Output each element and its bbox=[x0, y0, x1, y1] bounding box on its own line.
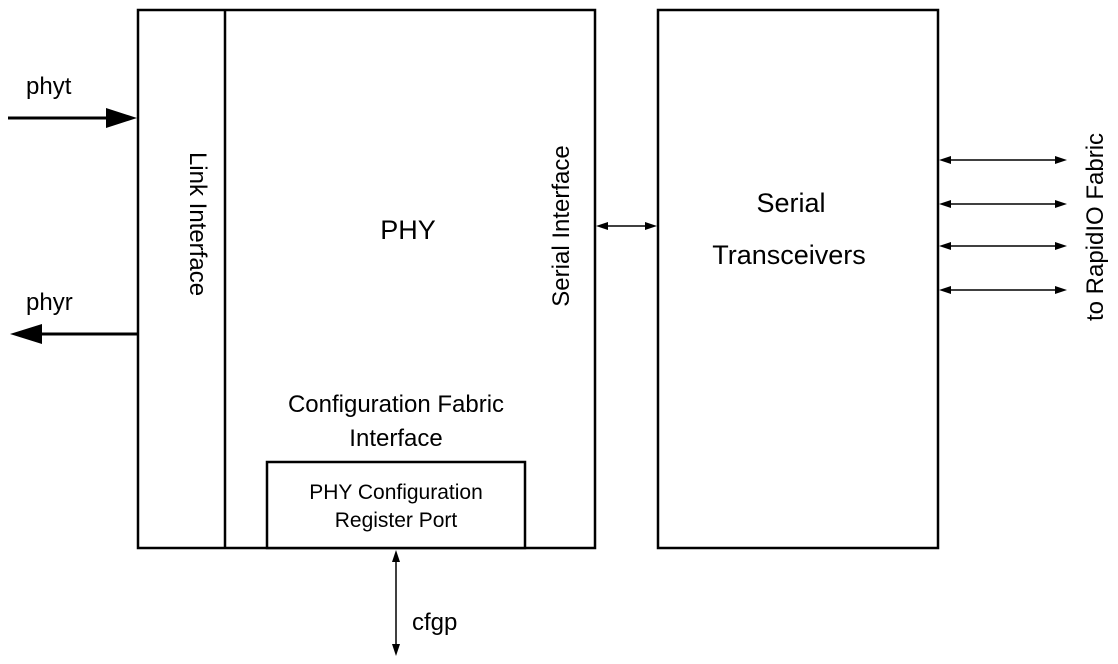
config-fabric-line1: Configuration Fabric bbox=[288, 391, 504, 418]
cfgp-arrow bbox=[392, 550, 400, 656]
config-port-line1: PHY Configuration bbox=[309, 481, 483, 504]
transceivers-line1: Serial bbox=[756, 188, 825, 218]
phy-outer-box bbox=[136, 8, 597, 550]
phyt-arrow bbox=[8, 108, 137, 128]
transceivers-line2: Transceivers bbox=[712, 240, 866, 270]
config-fabric-line2: Interface bbox=[349, 425, 442, 452]
fabric-arrow-3 bbox=[939, 242, 1067, 250]
serial-transceivers-box bbox=[656, 8, 940, 550]
serial-link-arrow bbox=[596, 222, 657, 230]
phy-label: PHY bbox=[380, 215, 436, 245]
serial-interface-label: Serial Interface bbox=[548, 145, 575, 306]
phyt-label: phyt bbox=[26, 73, 72, 100]
fabric-arrow-1 bbox=[939, 156, 1067, 164]
rapidio-fabric-label: to RapidIO Fabric bbox=[1082, 133, 1109, 321]
config-port-line2: Register Port bbox=[335, 509, 458, 532]
cfgp-label: cfgp bbox=[412, 609, 457, 636]
phyr-arrow bbox=[10, 324, 138, 344]
phyr-label: phyr bbox=[26, 289, 73, 316]
fabric-arrow-4 bbox=[939, 286, 1067, 294]
fabric-arrow-2 bbox=[939, 200, 1067, 208]
config-register-port-box bbox=[265, 460, 527, 550]
link-interface-label: Link Interface bbox=[184, 152, 211, 296]
